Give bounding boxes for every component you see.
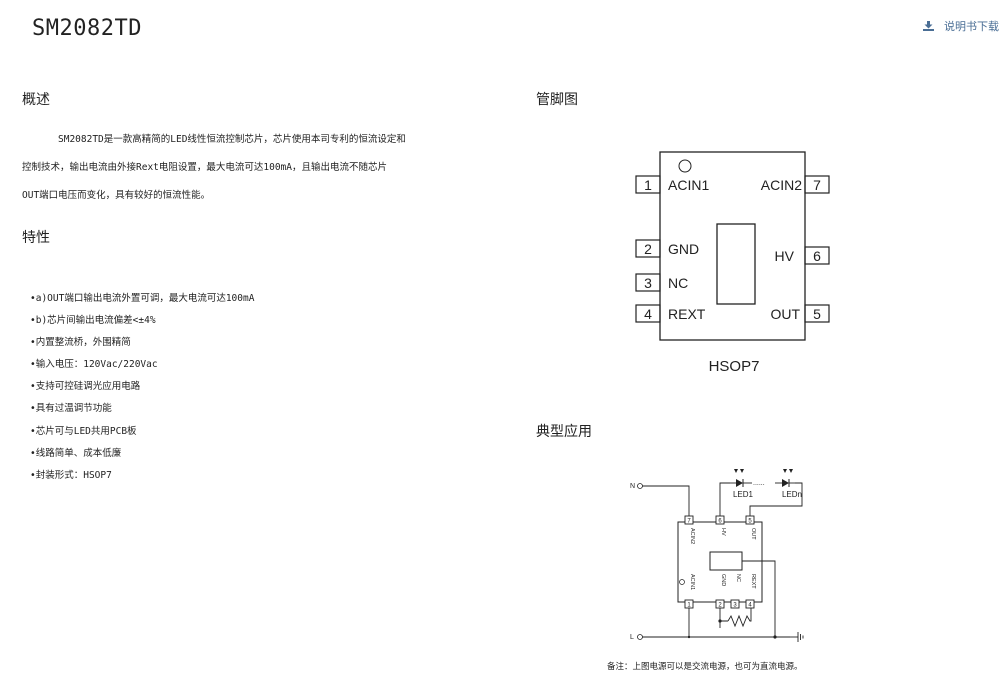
pin-number: 1 [687, 603, 691, 609]
overview-line: OUT端口电压而变化，具有较好的恒流性能。 [22, 190, 211, 201]
feature-item: 内置整流桥，外围精简 [30, 335, 254, 357]
feature-item: 具有过温调节功能 [30, 401, 254, 423]
feature-item: 线路简单、成本低廉 [30, 446, 254, 468]
pin-number: 4 [748, 603, 752, 609]
page-title: SM2082TD [32, 16, 142, 41]
download-icon [923, 21, 934, 31]
led1-label: LED1 [733, 490, 754, 499]
pin-name: GND [668, 241, 699, 257]
feature-item: 封装形式：HSOP7 [30, 468, 254, 490]
pin-name: ACIN1 [689, 574, 695, 590]
terminal-l-label: L [630, 634, 634, 641]
pin1-marker [678, 159, 692, 173]
pin-name: ACIN1 [668, 177, 709, 193]
pin-number: 2 [718, 603, 722, 609]
pin-number: 1 [644, 177, 652, 193]
pin-number: 5 [813, 306, 821, 322]
overview-line: 控制技术，输出电流由外接Rext电阻设置，最大电流可达100mA，且输出电流不随… [22, 162, 387, 173]
pinout-heading: 管脚图 [536, 92, 578, 108]
pin-number: 4 [644, 306, 652, 322]
feature-item: 芯片可与LED共用PCB板 [30, 424, 254, 446]
ledn-label: LEDn [782, 490, 802, 499]
pin-name: GND [720, 574, 726, 586]
pin-number: 6 [813, 248, 821, 264]
pin-number: 3 [644, 275, 652, 291]
terminal-n-label: N [630, 483, 635, 490]
pin-name: ACIN2 [761, 177, 802, 193]
features-heading: 特性 [22, 230, 50, 246]
pin-name: HV [775, 248, 795, 264]
pin-number: 2 [644, 241, 652, 257]
pin-name: OUT [750, 528, 756, 540]
led-icon [730, 469, 752, 487]
overview-heading: 概述 [22, 92, 50, 108]
overview-text: SM2082TD是一款高精简的LED线性恒流控制芯片，芯片使用本司专利的恒流设定… [22, 126, 502, 210]
feature-item: b)芯片间输出电流偏差<±4% [30, 313, 254, 335]
application-heading: 典型应用 [536, 424, 592, 440]
application-note: 备注：上图电源可以是交流电源，也可为直流电源。 [607, 662, 803, 672]
pin-name: ACIN2 [689, 528, 695, 544]
package-label: HSOP7 [709, 358, 760, 375]
feature-item: a)OUT端口输出电流外置可调，最大电流可达100mA [30, 291, 255, 313]
led-icon [775, 469, 795, 487]
pin-name: REXT [750, 574, 756, 589]
pin-number: 3 [733, 603, 737, 609]
pin-number: 6 [718, 519, 722, 525]
pin-number: 5 [748, 519, 752, 525]
pin-name: NC [735, 574, 741, 582]
features-list: a)OUT端口输出电流外置可调，最大电流可达100mA b)芯片间输出电流偏差<… [30, 291, 255, 490]
pin-number: 7 [813, 177, 821, 193]
feature-item: 支持可控硅调光应用电路 [30, 379, 254, 401]
application-circuit: N L [630, 469, 804, 642]
feature-item: 输入电压：120Vac/220Vac [30, 357, 254, 379]
overview-line: SM2082TD是一款高精简的LED线性恒流控制芯片，芯片使用本司专利的恒流设定… [58, 134, 406, 145]
pin-name: NC [668, 275, 688, 291]
pin-name: OUT [770, 306, 800, 322]
pin-name: REXT [668, 306, 706, 322]
pin-name: HV [720, 528, 726, 536]
pinout-diagram: 1 ACIN1 2 GND 3 NC 4 REXT 7 ACIN2 6 HV 5… [635, 151, 830, 375]
thermal-pad [716, 223, 756, 305]
manual-download-link[interactable]: 说明书下载 [923, 18, 999, 34]
led-dots: ...... [753, 480, 765, 487]
pin-number: 7 [687, 519, 691, 525]
download-label: 说明书下载 [944, 20, 999, 33]
